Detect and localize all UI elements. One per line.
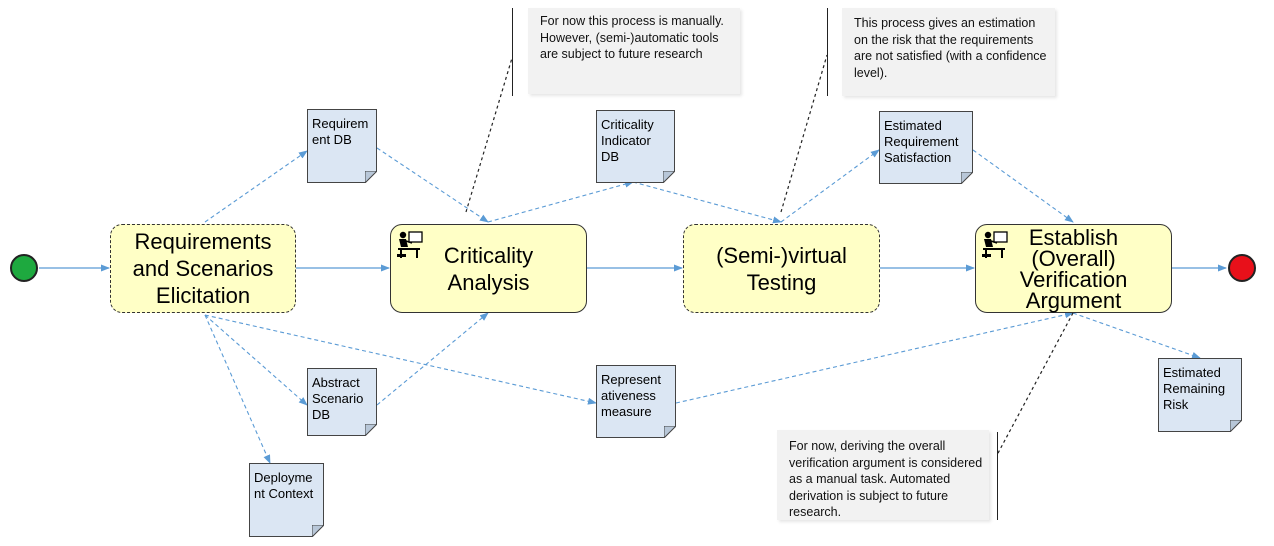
manual-task-icon xyxy=(397,231,423,258)
end-event[interactable] xyxy=(1228,254,1256,282)
assoc-elicitation-to-representativeness xyxy=(204,314,597,405)
document-fold xyxy=(664,426,676,438)
assoc-indicator-db-to-testing xyxy=(632,181,782,224)
task-verification-argument[interactable]: Establish (Overall) Verification Argumen… xyxy=(975,224,1172,313)
annotation-testing: This process gives an estimation on the … xyxy=(842,8,1055,96)
assoc-requirement-satisfaction-to-argument xyxy=(972,149,1074,223)
assoc-criticality-to-indicator-db xyxy=(487,180,634,223)
document-label: Deployme nt Context xyxy=(254,470,314,501)
document-label: Estimated Requirement Satisfaction xyxy=(884,118,959,165)
task-label: (Semi-)virtual Testing xyxy=(716,242,847,295)
document-label: Criticality Indicator DB xyxy=(601,117,654,164)
task-criticality-analysis[interactable]: Criticality Analysis xyxy=(390,224,587,313)
document-fold xyxy=(312,525,324,537)
annotation-link-criticality xyxy=(465,57,513,213)
document-requirement-db[interactable]: Requirem ent DB xyxy=(307,109,377,183)
task-requirements-elicitation[interactable]: Requirements and Scenarios Elicitation xyxy=(110,224,296,313)
annotation-argument: For now, deriving the overall verificati… xyxy=(777,430,989,520)
assoc-representativeness-to-argument xyxy=(675,311,1074,404)
document-fold xyxy=(663,171,675,183)
task-semi-virtual-testing[interactable]: (Semi-)virtual Testing xyxy=(683,224,880,313)
document-label: Estimated Remaining Risk xyxy=(1163,365,1226,412)
annotation-bracket xyxy=(997,432,998,520)
document-criticality-indicator-db[interactable]: Criticality Indicator DB xyxy=(596,110,675,183)
document-label: Abstract Scenario DB xyxy=(312,375,364,422)
document-fold xyxy=(961,172,973,184)
annotation-link-argument xyxy=(996,312,1074,456)
annotation-text: This process gives an estimation on the … xyxy=(854,16,1047,80)
document-fold xyxy=(1230,420,1242,432)
document-label: Represent ativeness measure xyxy=(601,372,661,419)
assoc-elicitation-to-requirement-db xyxy=(204,150,308,223)
task-label: Criticality Analysis xyxy=(443,242,534,295)
document-label: Requirem ent DB xyxy=(312,116,369,147)
task-label: Requirements and Scenarios Elicitation xyxy=(132,229,274,308)
document-fold xyxy=(365,171,377,183)
document-estimated-remaining-risk[interactable]: Estimated Remaining Risk xyxy=(1158,358,1242,432)
annotation-bracket xyxy=(512,8,513,96)
manual-task-icon xyxy=(982,231,1008,258)
assoc-elicitation-to-abstract-scenario-db xyxy=(204,314,308,406)
start-event[interactable] xyxy=(10,254,38,282)
annotation-bracket xyxy=(827,8,828,96)
annotation-criticality: For now this process is manually. Howeve… xyxy=(528,8,740,94)
annotation-text: For now this process is manually. Howeve… xyxy=(540,14,724,61)
task-label: Establish (Overall) Verification Argumen… xyxy=(1019,224,1128,313)
annotation-text: For now, deriving the overall verificati… xyxy=(789,439,983,519)
document-estimated-requirement-satisfaction[interactable]: Estimated Requirement Satisfaction xyxy=(879,111,973,184)
document-representativeness-measure[interactable]: Represent ativeness measure xyxy=(596,365,676,438)
annotation-link-testing xyxy=(780,54,828,213)
assoc-elicitation-to-deployment-context xyxy=(204,314,271,464)
assoc-argument-to-remaining-risk xyxy=(1072,312,1201,359)
assoc-requirement-db-to-criticality xyxy=(376,147,489,223)
document-fold xyxy=(365,424,377,436)
assoc-abstract-scenario-db-to-criticality xyxy=(376,312,489,406)
assoc-testing-to-requirement-satisfaction xyxy=(780,149,880,223)
